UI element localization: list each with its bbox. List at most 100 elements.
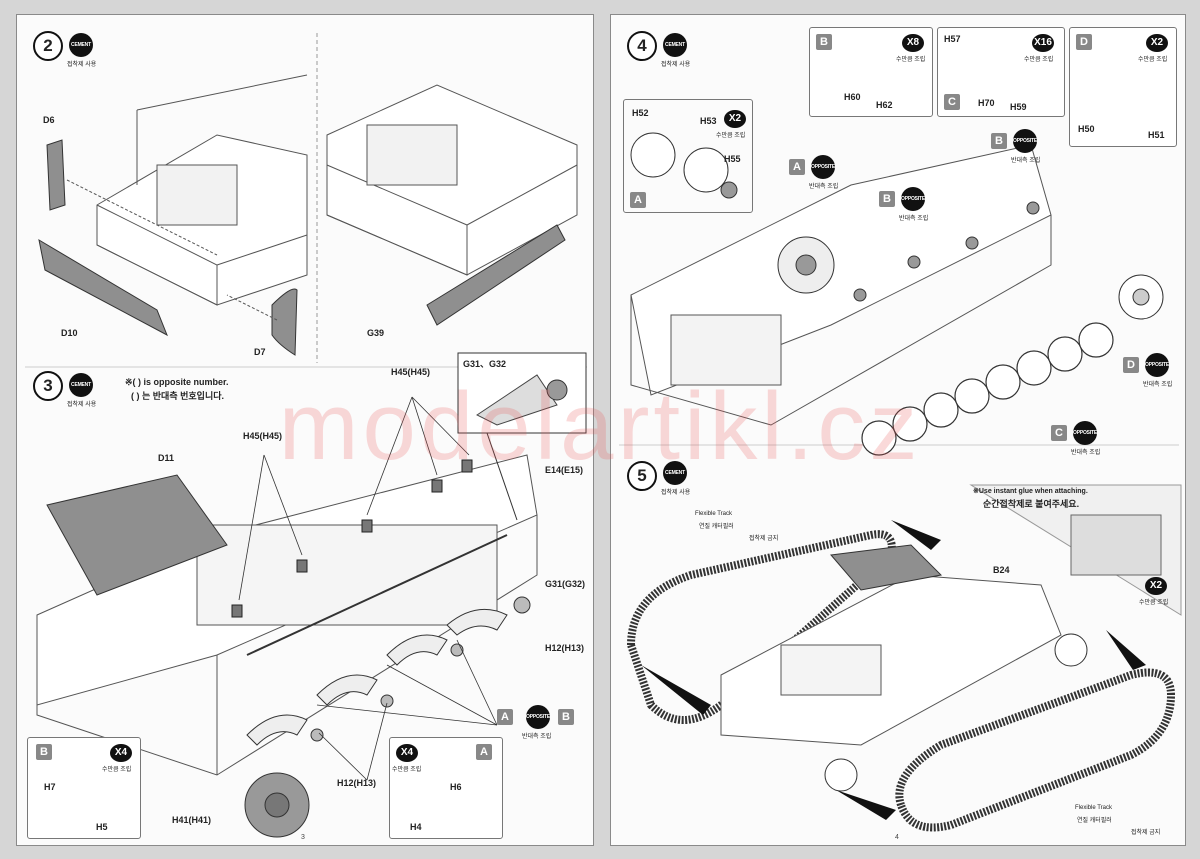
part-label-h7: H7 [44,782,56,792]
part-label-h12: H12(H13) [337,778,377,788]
part-label-h70: H70 [978,98,995,108]
right-page-drawing [619,132,1182,832]
hull-main-drawing [36,454,538,776]
opposite-icon: OPPOSITE [526,705,550,729]
quantity-caption: 수만큼 조립 [1139,600,1169,606]
cement-icon: CEMENT [663,33,687,57]
flexible-track-label: Flexible Track [695,511,733,517]
cement-icon: CEMENT [69,373,93,397]
part-label-g39: G39 [367,328,385,338]
subassembly-a-ref: A [497,709,513,725]
part-label-h53: H53 [700,116,717,126]
instruction-page-right: 4 CEMENT 접착제 사용 H52 H53 X2 수만큼 조립 H55 A … [610,14,1186,846]
opposite-icon: OPPOSITE [1145,353,1169,377]
part-label-h12: H12(H13) [545,643,585,653]
cement-caption: 접착제 사용 [661,490,691,496]
part-label-d7: D7 [254,347,266,357]
step-2-number: 2 [33,31,63,61]
opposite-caption: 반대측 조립 [899,216,929,222]
part-label-h4: H4 [410,822,422,832]
part-label-h50: H50 [1078,124,1095,134]
part-label-h52: H52 [632,108,649,118]
step-3-number: 3 [33,371,63,401]
part-label-h6: H6 [450,782,462,792]
part-label-h62: H62 [876,100,893,110]
chassis-drawing [630,144,1052,426]
quantity-caption: 수만큼 조립 [896,57,926,63]
subassembly-a-letter: A [630,192,646,208]
part-label-g31: G31(G32) [545,579,586,589]
quantity-badge: X2 [724,110,746,128]
opposite-icon: OPPOSITE [1073,421,1097,445]
part-label-h45: H45(H45) [243,431,283,441]
cement-caption: 접착제 사용 [67,402,97,408]
opposite-caption: 반대측 조립 [522,734,552,740]
opposite-note-ko: ( ) 는 반대측 번호입니다. [131,391,225,401]
part-label-h57: H57 [944,34,961,44]
subassembly-d-letter: D [1076,34,1092,50]
callout-d-letter: D [1123,357,1139,373]
callout-b-letter: B [991,133,1007,149]
cement-caption: 접착제 사용 [661,62,691,68]
quantity-caption: 수만큼 조립 [1024,57,1054,63]
quantity-badge: X8 [902,34,924,52]
callout-a-letter: A [789,159,805,175]
step-4-number: 4 [627,31,657,61]
part-label-h51: H51 [1148,130,1165,140]
part-label-h41: H41(H41) [172,815,212,825]
opposite-caption: 반대측 조립 [1011,158,1041,164]
subassembly-c-box: H57 X16 수만큼 조립 C H70 H59 [937,27,1065,117]
opposite-caption: 반대측 조립 [1143,382,1173,388]
direction-arrows [641,520,1146,820]
subassembly-b-letter: B [36,744,52,760]
subassembly-b-box: B X8 수만큼 조립 H60 H62 [809,27,933,117]
subassembly-b-box: B X4 수만큼 조립 H7 H5 [27,737,141,839]
quantity-caption: 수만큼 조립 [1138,57,1168,63]
part-label-h60: H60 [844,92,861,102]
subassembly-c-letter: C [944,94,960,110]
part-label-d11: D11 [158,453,175,463]
road-wheels [861,322,1114,456]
part-label-d6: D6 [43,115,55,125]
quantity-caption: 수만큼 조립 [716,133,746,139]
quantity-badge: X4 [110,744,132,762]
subassembly-b-ref: B [558,709,574,725]
part-label-b24: B24 [993,565,1010,575]
part-label-h45: H45(H45) [391,367,431,377]
opposite-caption: 반대측 조립 [1071,450,1101,456]
page-number: 3 [301,834,305,841]
instant-glue-note-ko: 순간접착제로 붙여주세요. [983,499,1080,509]
step-5-number: 5 [627,461,657,491]
callout-c-letter: C [1051,425,1067,441]
subassembly-a-box: X4 수만큼 조립 A H6 H4 [389,737,503,839]
part-label-g31-g32: G31、G32 [463,359,507,369]
tracks-drawing [626,530,1176,832]
quantity-caption: 수만큼 조립 [102,767,132,773]
subassembly-a-letter: A [476,744,492,760]
part-label-h5: H5 [96,822,108,832]
flexible-track-label-ko: 연질 캐터필러 [699,524,734,530]
callout-b-letter: B [879,191,895,207]
flexible-track-label: Flexible Track [1075,805,1113,811]
hull-side-drawing [326,84,578,276]
left-page-drawing [25,33,587,838]
part-label-h59: H59 [1010,102,1027,112]
cement-caption: 접착제 사용 [67,62,97,68]
opposite-caption: 반대측 조립 [809,184,839,190]
no-cement-caption: 접착제 금지 [749,536,779,542]
quantity-caption: 수만큼 조립 [392,767,422,773]
no-cement-caption: 접착제 금지 [1131,830,1161,836]
instant-glue-note-en: ※Use instant glue when attaching. [973,488,1088,495]
subassembly-a-box: H52 H53 X2 수만큼 조립 H55 A [623,99,753,213]
instruction-page-left: 2 CEMENT 접착제 사용 D6 D10 D7 G39 3 CEMENT 접… [16,14,594,846]
part-label-d10: D10 [61,328,78,338]
opposite-note-en: ※( ) is opposite number. [125,377,229,387]
part-label-e14: E14(E15) [545,465,584,475]
subassembly-d-box: D X2 수만큼 조립 H50 H51 [1069,27,1177,147]
hull-rear-drawing [96,74,308,306]
quantity-badge: X2 [1145,577,1167,595]
cement-icon: CEMENT [663,461,687,485]
quantity-badge: X2 [1146,34,1168,52]
part-label-h55: H55 [724,154,741,164]
cement-icon: CEMENT [69,33,93,57]
